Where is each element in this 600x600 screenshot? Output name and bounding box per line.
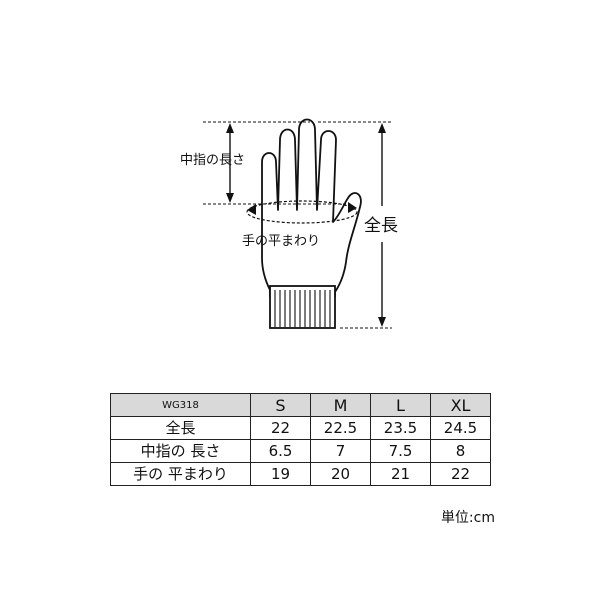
table-cell: 22 <box>430 462 491 486</box>
size-header-m: M <box>310 393 371 417</box>
table-cell: 21 <box>370 462 431 486</box>
model-number: WG318 <box>110 393 251 417</box>
size-header-s: S <box>250 393 311 417</box>
glove-size-diagram: 中指の長さ 手の平まわり 全長 <box>180 118 398 329</box>
middle-finger-length-label: 中指の長さ <box>180 153 245 168</box>
row-label: 全長 <box>110 416 251 440</box>
table-cell: 22 <box>250 416 311 440</box>
palm-circumference-label: 手の平まわり <box>242 234 320 249</box>
glove-outline <box>261 118 362 297</box>
table-row-middle-finger: 中指の 長さ 6.5 7 7.5 8 <box>110 439 491 463</box>
table-row-total-length: 全長 22 22.5 23.5 24.5 <box>110 416 491 440</box>
total-length-label: 全長 <box>364 216 398 236</box>
table-cell: 19 <box>250 462 311 486</box>
size-table: WG318 S M L XL 全長 22 22.5 23.5 24.5 中指の … <box>110 393 491 486</box>
size-header-row: WG318 S M L XL <box>110 393 491 417</box>
total-length-dimension <box>318 121 392 329</box>
table-cell: 7.5 <box>370 439 431 463</box>
row-label: 手の 平まわり <box>110 462 251 486</box>
table-cell: 7 <box>310 439 371 463</box>
table-row-palm-circumference: 手の 平まわり 19 20 21 22 <box>110 462 491 486</box>
table-cell: 24.5 <box>430 416 491 440</box>
size-header-l: L <box>370 393 431 417</box>
row-label: 中指の 長さ <box>110 439 251 463</box>
table-cell: 8 <box>430 439 491 463</box>
table-cell: 22.5 <box>310 416 371 440</box>
size-header-xl: XL <box>430 393 491 417</box>
table-cell: 23.5 <box>370 416 431 440</box>
unit-note: 単位:cm <box>440 510 495 526</box>
palm-circumference-marker <box>246 200 358 224</box>
table-cell: 6.5 <box>250 439 311 463</box>
middle-finger-dimension <box>203 121 350 205</box>
table-cell: 20 <box>310 462 371 486</box>
glove-cuff <box>269 285 336 329</box>
